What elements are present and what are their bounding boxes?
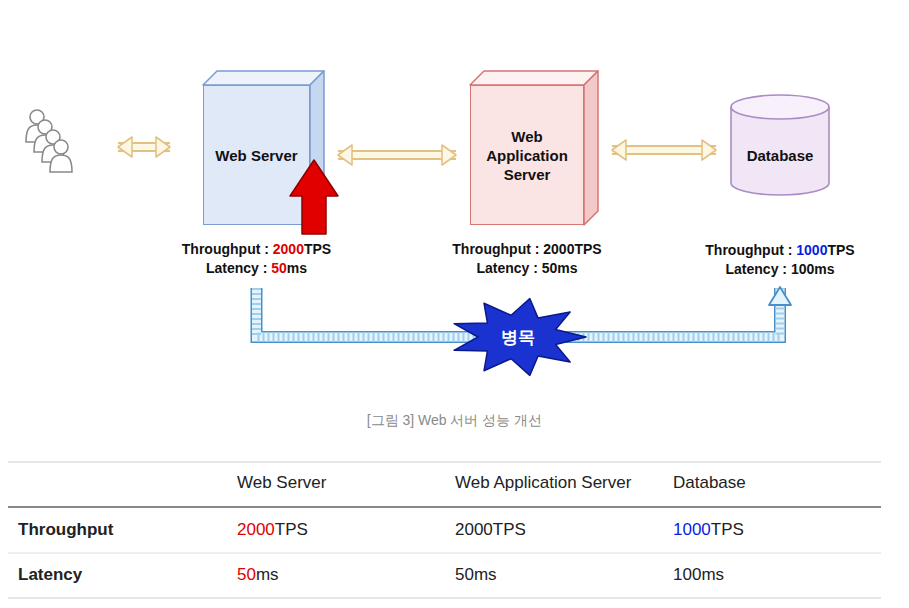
cylinder-outline	[730, 95, 830, 195]
text-run: 100	[791, 261, 814, 277]
text-run: TPS	[304, 241, 331, 257]
bottleneck-badge: 병목	[448, 297, 588, 377]
table-cell: 50ms	[455, 564, 497, 586]
table-cell: 1000TPS	[673, 519, 744, 541]
arrow-outline	[338, 150, 456, 160]
arrow-outline	[612, 145, 716, 155]
stat-text: Latency : 100ms	[705, 260, 854, 279]
node-stats: Throughput : 1000TPSLatency : 100ms	[705, 241, 854, 279]
table-cell: Database	[673, 472, 746, 494]
node-title: Database	[747, 146, 814, 165]
starburst-shape	[454, 299, 586, 376]
text-run: Database	[673, 473, 746, 492]
edge-label: 병목	[501, 326, 535, 349]
stat-text: Throughput : 2000TPS	[452, 240, 601, 259]
user-arrow	[118, 147, 170, 148]
table-rules	[8, 462, 881, 598]
text-run: Throughput :	[705, 242, 796, 258]
table-cell: 2000TPS	[237, 519, 308, 541]
cylinder-top	[731, 95, 829, 119]
text-run: ms	[474, 565, 497, 584]
node-stats: Throughput : 2000TPSLatency : 50ms	[182, 240, 331, 278]
text-run: 50	[271, 260, 287, 276]
arrow-fill	[612, 147, 716, 153]
text-run: Throughput	[18, 520, 113, 539]
table-cell: Throughput	[18, 519, 113, 541]
text-run: 50	[237, 565, 256, 584]
text-run: TPS	[711, 520, 744, 539]
table-cell: Web Server	[237, 472, 326, 494]
text-run: ms	[256, 565, 279, 584]
text-run: TPS	[493, 520, 526, 539]
node-title: Web Server	[215, 146, 297, 165]
text-run: ms	[287, 260, 307, 276]
box-side	[310, 71, 324, 225]
node-title: Web Application Server	[480, 127, 574, 184]
text-run: 1000	[673, 520, 711, 539]
text-run: 100	[673, 565, 701, 584]
text-run: TPS	[275, 520, 308, 539]
text-run: Throughput :	[452, 241, 543, 257]
table-cell: Web Application Server	[455, 472, 631, 494]
text-run: Throughput :	[182, 241, 273, 257]
box-top	[203, 71, 324, 85]
text-run: TPS	[574, 241, 601, 257]
text-run: 50	[542, 260, 558, 276]
arrow-heads	[612, 150, 716, 151]
request-arrow	[612, 150, 716, 151]
users-icon	[26, 110, 72, 172]
table-cell: 50ms	[237, 564, 279, 586]
node-stats: Throughput : 2000TPSLatency : 50ms	[452, 240, 601, 278]
table-cell: 100ms	[673, 564, 724, 586]
text-run: Latency :	[206, 260, 271, 276]
text-run: 50	[455, 565, 474, 584]
text-run: 2000	[237, 520, 275, 539]
stat-text: Throughput : 2000TPS	[182, 240, 331, 259]
text-run: Web Application Server	[455, 473, 631, 492]
text-run: Web Server	[237, 473, 326, 492]
server-box: Web ServerThroughput : 2000TPSLatency : …	[203, 85, 310, 225]
box-depth	[203, 71, 598, 225]
cylinder-body	[731, 107, 829, 195]
stat-text: Latency : 50ms	[182, 259, 331, 278]
table-cell: Latency	[18, 564, 82, 586]
arrow-heads	[338, 155, 456, 156]
stat-text: Latency : 50ms	[452, 259, 601, 278]
box-top	[470, 71, 598, 85]
server-box: Web Application ServerThroughput : 2000T…	[470, 85, 584, 225]
text-run: ms	[701, 565, 724, 584]
text-run: ms	[557, 260, 577, 276]
stat-text: Throughput : 1000TPS	[705, 241, 854, 260]
text-run: 1000	[796, 242, 827, 258]
text-run: 2000	[543, 241, 574, 257]
request-arrow	[338, 155, 456, 156]
figure-caption: [그림 3] Web 서버 성능 개선	[0, 410, 909, 430]
table-cell: 2000TPS	[455, 519, 526, 541]
text-run: TPS	[827, 242, 854, 258]
text-run: Latency :	[726, 261, 791, 277]
arrow-fill	[338, 152, 456, 158]
database-cylinder: DatabaseThroughput : 1000TPSLatency : 10…	[730, 95, 830, 195]
text-run: Latency	[18, 565, 82, 584]
box-side	[584, 71, 598, 225]
text-run: Latency :	[476, 260, 541, 276]
text-run: ms	[814, 261, 834, 277]
text-run: 2000	[455, 520, 493, 539]
text-run: 2000	[273, 241, 304, 257]
